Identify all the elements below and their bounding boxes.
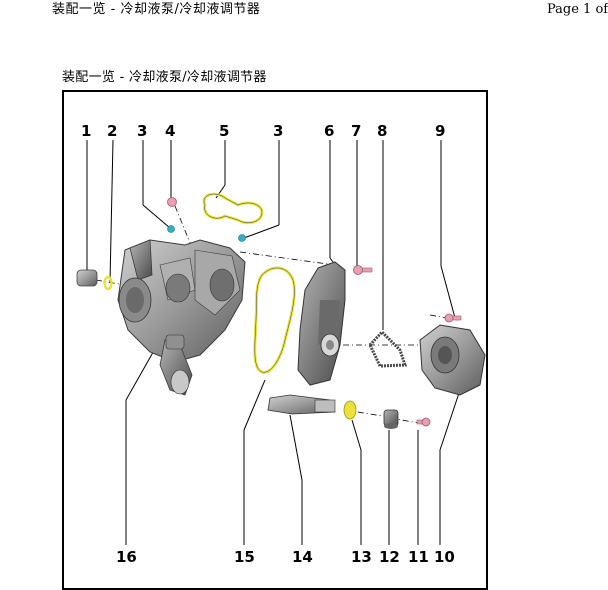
part-12-gear [383, 409, 399, 429]
part-1-plug [76, 269, 98, 287]
callout-12: 12 [379, 548, 400, 566]
page-header-title: 装配一览 - 冷却液泵/冷却液调节器 [52, 2, 261, 17]
leader-lines [86, 139, 461, 545]
callout-13: 13 [351, 548, 372, 566]
callout-2: 2 [107, 122, 117, 140]
callout-8: 8 [377, 122, 387, 140]
callout-4: 4 [165, 122, 175, 140]
figure-frame [62, 90, 488, 590]
part-3-clip-left [167, 225, 175, 233]
callout-14: 14 [292, 548, 313, 566]
part-16-coolant-regulator-housing [117, 239, 246, 396]
callout-3b: 3 [273, 122, 283, 140]
part-3-clip-right [238, 234, 246, 242]
part-10-cover [419, 324, 486, 396]
callout-10: 10 [434, 548, 455, 566]
callout-9: 9 [435, 122, 445, 140]
part-7-screw [353, 265, 373, 275]
callout-3a: 3 [137, 122, 147, 140]
part-11-screw [416, 417, 431, 427]
part-2-o-ring [103, 275, 113, 291]
callout-5: 5 [219, 122, 229, 140]
page-number-label: Page 1 of [547, 2, 608, 17]
callout-1: 1 [81, 122, 91, 140]
part-8-toothed-belt [368, 329, 408, 368]
callout-6: 6 [324, 122, 334, 140]
callout-labels: 1 2 3 4 5 3 6 7 8 9 16 15 14 13 12 11 10 [81, 122, 455, 566]
part-15-large-gasket [253, 266, 296, 374]
figure-title: 装配一览 - 冷却液泵/冷却液调节器 [62, 70, 267, 85]
callout-7: 7 [351, 122, 361, 140]
exploded-view-diagram: 1 2 3 4 5 3 6 7 8 9 16 15 14 13 12 11 10 [76, 122, 486, 566]
part-13-seal [343, 400, 357, 420]
part-4-screw [167, 197, 177, 207]
part-9-screw [444, 313, 462, 323]
callout-11: 11 [408, 548, 429, 566]
part-6-pump-housing [297, 261, 346, 386]
callout-15: 15 [234, 548, 255, 566]
part-14-shaft [267, 394, 336, 415]
callout-16: 16 [116, 548, 137, 566]
